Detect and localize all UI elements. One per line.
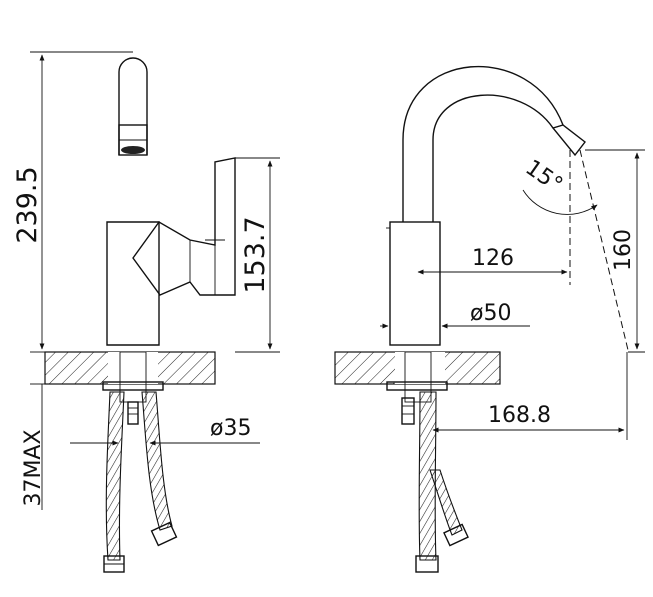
front-view: 239.5 153.7 37MAX ø35 [12,51,280,573]
front-handle [132,157,236,296]
front-hose-right [141,391,173,531]
dim-max-mount: 37MAX [21,429,46,506]
dim-hole-diameter: ø35 [210,416,251,441]
side-body [389,221,441,346]
side-view: 15° 126 ø50 160 168.8 [334,65,645,573]
side-hose [418,391,437,561]
dim-spout-reach: 126 [472,246,514,271]
dim-base-diameter: ø50 [470,301,511,326]
dim-handle-height: 153.7 [240,216,271,293]
front-hose-left [105,391,125,561]
dim-total-height: 239.5 [12,166,43,243]
front-mount-plate [102,381,164,391]
dim-outlet-height: 160 [611,229,636,271]
dim-spout-angle: 15° [521,155,567,198]
front-spout-tube [118,57,148,155]
dim-swing-radius: 168.8 [488,403,551,428]
side-gooseneck [402,65,564,222]
